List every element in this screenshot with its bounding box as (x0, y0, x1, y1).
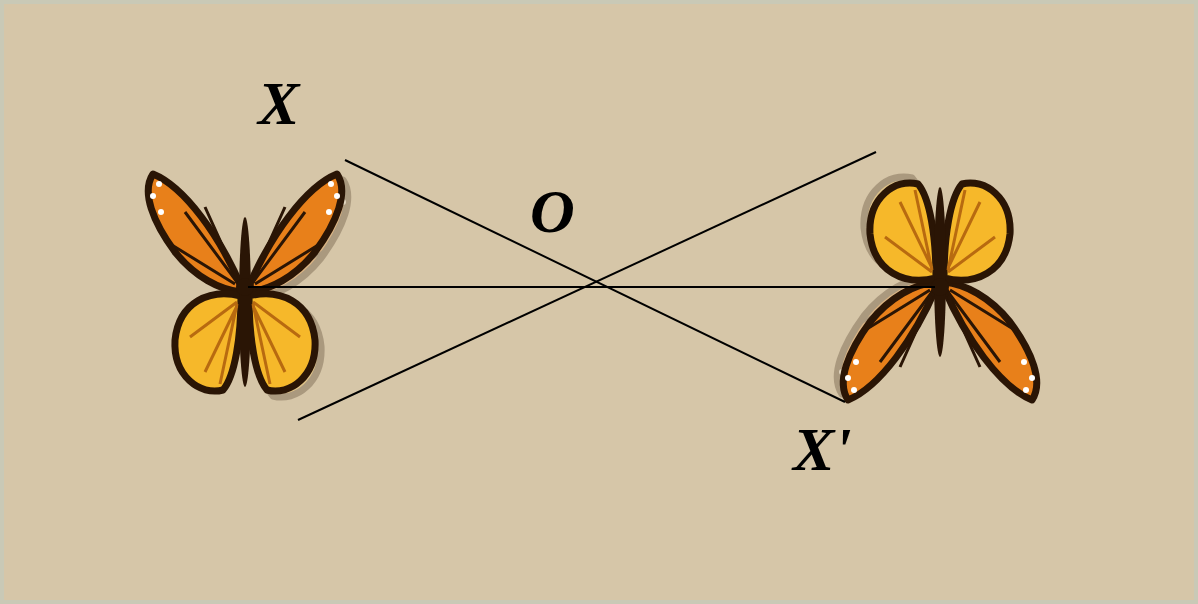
line-x-xprime (345, 160, 845, 402)
center-label: O (530, 180, 575, 242)
reflected-butterfly (837, 177, 1036, 400)
point-label: X (258, 72, 299, 134)
axis-line (248, 286, 935, 288)
point-label: X' (793, 418, 852, 480)
butterfly (148, 174, 347, 397)
